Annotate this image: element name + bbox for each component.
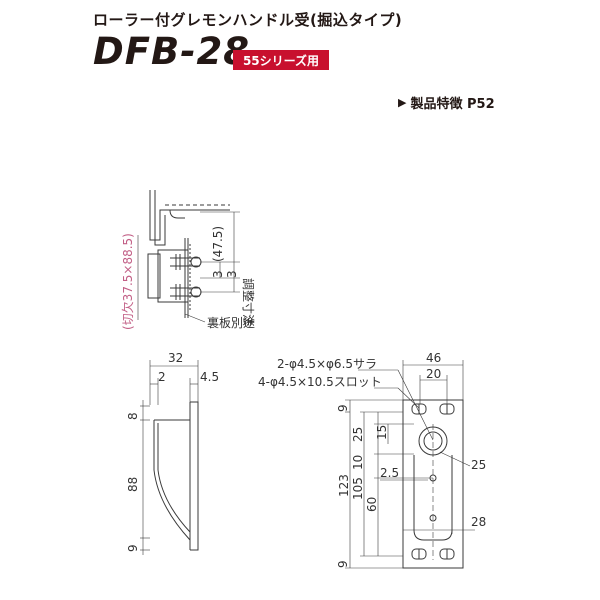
backplate-label: 裏板別途 [207, 315, 255, 330]
dim-9-side: 9 [126, 544, 140, 552]
dim-8: 8 [126, 412, 140, 420]
dim-105: 105 [351, 477, 365, 500]
dim-15: 15 [375, 425, 389, 440]
dim-28: 28 [471, 515, 486, 529]
dim-9-top: 9 [336, 404, 350, 412]
dim-10: 10 [351, 455, 365, 470]
dim-2: 2 [158, 370, 166, 384]
side-view [140, 360, 199, 555]
section-view [137, 190, 240, 323]
cutout-note: (切欠37.5×88.5) [120, 233, 135, 330]
dim-radius-25: 25 [471, 458, 486, 472]
feature-reference-label: 製品特徴 P52 [410, 97, 495, 112]
dim-32: 32 [168, 351, 183, 365]
product-subtitle: ローラー付グレモンハンドル受(掘込タイプ) [93, 11, 403, 29]
dim-9-bottom: 9 [336, 560, 350, 568]
front-view [345, 360, 475, 569]
hole-note-slot: 4-φ4.5×10.5スロット [258, 375, 382, 389]
dim-3-b: 3 [225, 270, 239, 278]
dim-47-5: (47.5) [211, 226, 225, 262]
dim-2-5: 2.5 [380, 466, 399, 480]
dim-60: 60 [365, 497, 379, 512]
dim-4-5: 4.5 [200, 370, 219, 384]
hole-note-countersunk: 2-φ4.5×φ6.5サラ [277, 357, 377, 371]
model-number: DFB-28 [93, 30, 251, 73]
dim-123: 123 [337, 474, 351, 497]
dim-20: 20 [426, 367, 441, 381]
dim-3-a: 3 [211, 270, 225, 278]
feature-reference[interactable]: ▶ 製品特徴 P52 [398, 93, 495, 112]
dim-46: 46 [426, 351, 441, 365]
play-triangle-icon: ▶ [398, 96, 407, 109]
series-badge: 55シリーズ用 [233, 50, 329, 70]
adjust-label: 調整寸法 [241, 278, 256, 326]
dim-88: 88 [126, 477, 140, 492]
dim-25: 25 [351, 427, 365, 442]
